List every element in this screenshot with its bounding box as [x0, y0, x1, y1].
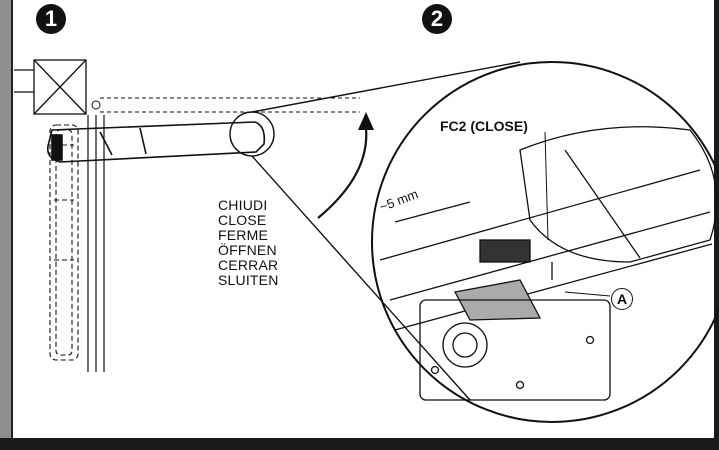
zoom-line-top [251, 61, 521, 113]
arm-closed-position [46, 121, 266, 163]
post-box [33, 59, 87, 115]
zoom-detail [379, 126, 718, 401]
action-label-en: CLOSE [218, 212, 267, 228]
zoom-source-circle [229, 111, 275, 157]
gate-post [14, 59, 87, 115]
part-a-label: A [611, 288, 633, 310]
fc2-close-label: FC2 (CLOSE) [440, 118, 528, 134]
mounting-plate [419, 299, 611, 401]
zoom-detail-circle [371, 61, 719, 423]
close-arrow-curve [317, 127, 368, 219]
switch-block [479, 239, 531, 263]
post-cross-b [33, 59, 87, 115]
step-2-badge: 2 [422, 4, 452, 34]
rail-top-edge [379, 169, 701, 261]
action-labels: CHIUDI CLOSE FERME ÖFFNEN CERRAR SLUITEN [218, 198, 279, 288]
gate-leaf-closed [87, 115, 105, 372]
zoom-callout [229, 61, 719, 423]
action-label-it: CHIUDI [218, 197, 268, 213]
close-arrow-head [358, 112, 374, 130]
pivot-ring [442, 322, 488, 368]
action-label-fr: FERME [218, 227, 268, 243]
bottom-frame-bar [0, 438, 719, 450]
action-label-de: ÖFFNEN [218, 242, 277, 258]
fc2-leader [544, 131, 549, 241]
arm-open-body [49, 124, 79, 361]
zoom-line-bottom [251, 155, 471, 401]
step-1-badge: 1 [36, 4, 66, 34]
action-label-es: CERRAR [218, 257, 279, 273]
action-label-nl: SLUITEN [218, 272, 279, 288]
actuator-housing [519, 126, 718, 263]
close-direction-arrow [317, 112, 374, 219]
a-leader [564, 291, 611, 297]
gap-dimension-line [394, 201, 471, 223]
arm-closed-body [46, 121, 266, 163]
left-frame-bar [0, 0, 13, 450]
closed-travel-outline [91, 97, 360, 113]
right-frame-bar [714, 0, 719, 438]
